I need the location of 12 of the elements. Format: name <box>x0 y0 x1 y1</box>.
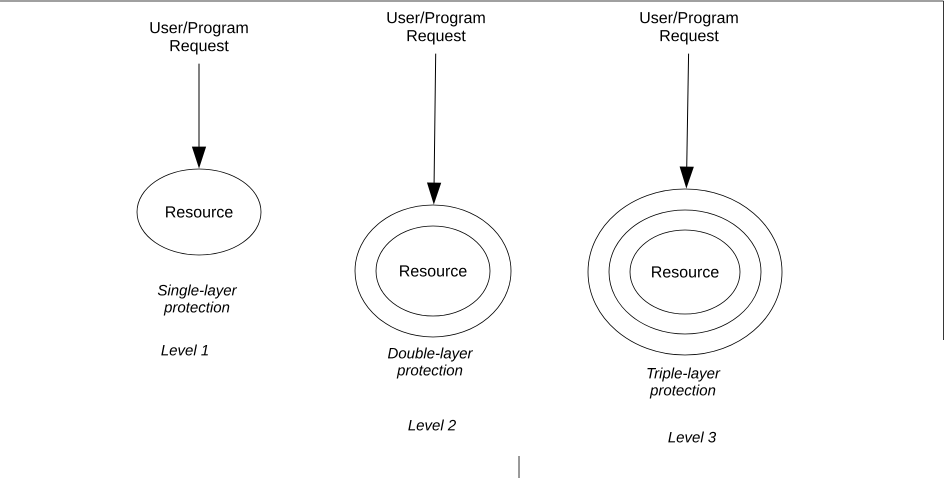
protection-caption: Single-layer protection <box>158 284 238 316</box>
request-label: User/Program Request <box>150 22 248 54</box>
request-label: User/Program Request <box>640 12 738 44</box>
protection-caption: Triple-layer protection <box>647 368 720 398</box>
protection-caption: Double-layer protection <box>388 348 474 378</box>
protection-ring <box>354 204 512 338</box>
level-label: Level 3 <box>668 431 716 442</box>
request-label: User/Program Request <box>387 12 485 44</box>
level-label: Level 2 <box>408 419 456 430</box>
protection-ring <box>608 210 762 334</box>
level-label: Level 1 <box>161 344 208 356</box>
protection-ring <box>588 188 782 356</box>
